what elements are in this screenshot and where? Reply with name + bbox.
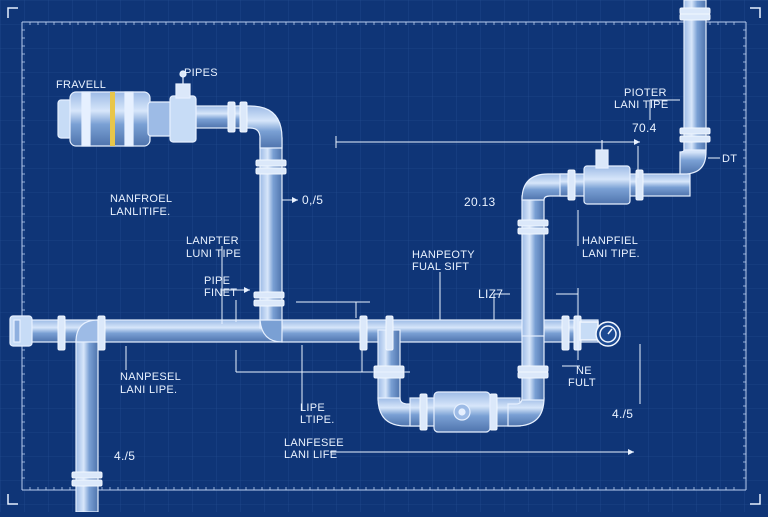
label-lanfesee: LANFESEE [284, 437, 344, 449]
valve-icon [583, 140, 631, 205]
label-dim-4-5-left: 4./5 [114, 449, 135, 463]
label-fravell: FRAVELL [56, 79, 106, 91]
label-lanpter: LANPTER [186, 235, 239, 247]
riser-pipe-right [521, 195, 545, 337]
label-nanpesel-sub: LANI LIPE. [120, 384, 177, 396]
label-pipe: PIPE [204, 275, 230, 287]
label-lipe: LIPE [300, 402, 325, 414]
label-dim-70-4: 70.4 [632, 121, 657, 135]
label-dt: DT [722, 153, 737, 165]
label-lanfesee-sub: LANI LIFE [284, 449, 337, 461]
label-nanfroel-sub: LANLITIFE. [110, 206, 170, 218]
label-hanpfiel-sub: LANI TIPE. [582, 248, 640, 260]
label-nanfroel: NANFROEL [110, 193, 172, 205]
label-nanpesel: NANPESEL [120, 371, 181, 383]
label-dim-4-5-right: 4./5 [612, 407, 633, 421]
inlet-cap [9, 315, 33, 347]
label-ltipe: LTIPE. [300, 414, 335, 426]
label-pioter: PIOTER [624, 87, 667, 99]
pipe-network [9, 0, 707, 513]
main-header-pipe [19, 319, 599, 343]
label-fual-sift: FUAL SIFT [412, 261, 469, 273]
label-fult: FULT [568, 377, 596, 389]
label-pipes: PIPES [184, 67, 218, 79]
elbow-top-left [237, 105, 283, 149]
label-hanpeoty: HANPEOTY [412, 249, 475, 261]
dimension-lines [125, 99, 720, 455]
labels: FRAVELL PIPES NANFROEL LANLITIFE. 0,/5 L… [56, 67, 737, 463]
top-right-riser [683, 0, 707, 151]
label-dim-20-13: 20.13 [464, 195, 496, 209]
u-loop-right-leg [521, 329, 545, 401]
label-finet: FINET [204, 287, 237, 299]
motor-icon [57, 70, 197, 147]
label-pioter-sub: LANI TIPE [614, 99, 668, 111]
gauge-icon [579, 321, 621, 347]
corner-mark-icon [7, 7, 761, 505]
pump-icon [433, 391, 491, 433]
label-hanpfiel: HANPFIEL [582, 235, 638, 247]
frame-border [21, 21, 747, 491]
flanges [57, 7, 711, 487]
label-ne: NE [576, 365, 592, 377]
label-liz7: LIZ7 [478, 287, 503, 301]
label-lanpter-sub: LUNI TIPE [186, 248, 241, 260]
label-dim-0-5: 0,/5 [302, 193, 323, 207]
